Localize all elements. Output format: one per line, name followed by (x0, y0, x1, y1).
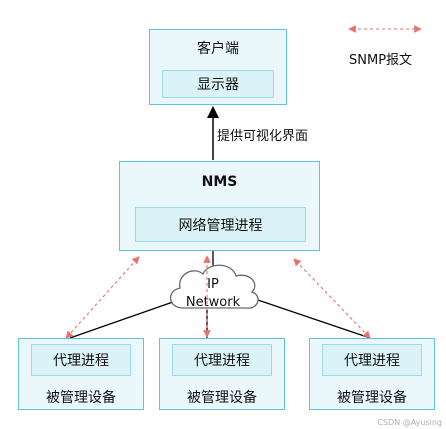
device-label: 被管理设备 (46, 390, 116, 406)
legend-label: SNMP报文 (349, 53, 413, 68)
agent-process: 代理进程 (172, 344, 272, 376)
nms-box: NMS 网络管理进程 (119, 161, 320, 251)
network-line-1: IP (207, 277, 219, 292)
agent-process: 代理进程 (31, 344, 131, 376)
snmp-arrow-device-1 (65, 256, 140, 339)
visual-interface-label: 提供可视化界面 (217, 129, 309, 144)
nms-title: NMS (201, 174, 238, 190)
managed-device-2: 代理进程 被管理设备 (159, 338, 285, 410)
client-title: 客户端 (197, 41, 239, 57)
ip-network-label: IP Network (173, 276, 253, 312)
network-management-process: 网络管理进程 (135, 207, 306, 242)
display-box: 显示器 (162, 70, 274, 98)
snmp-arrow-device-3 (293, 258, 371, 339)
device-label: 被管理设备 (187, 390, 257, 406)
cloud-shape (169, 264, 259, 309)
client-box: 客户端 显示器 (149, 29, 287, 105)
managed-device-3: 代理进程 被管理设备 (309, 338, 435, 410)
network-line-2: Network (185, 295, 241, 310)
watermark: CSDN @Ayusing (377, 418, 442, 427)
device-label: 被管理设备 (337, 390, 407, 406)
managed-device-1: 代理进程 被管理设备 (18, 338, 144, 410)
link-device-3 (251, 297, 371, 339)
agent-process: 代理进程 (322, 344, 422, 376)
